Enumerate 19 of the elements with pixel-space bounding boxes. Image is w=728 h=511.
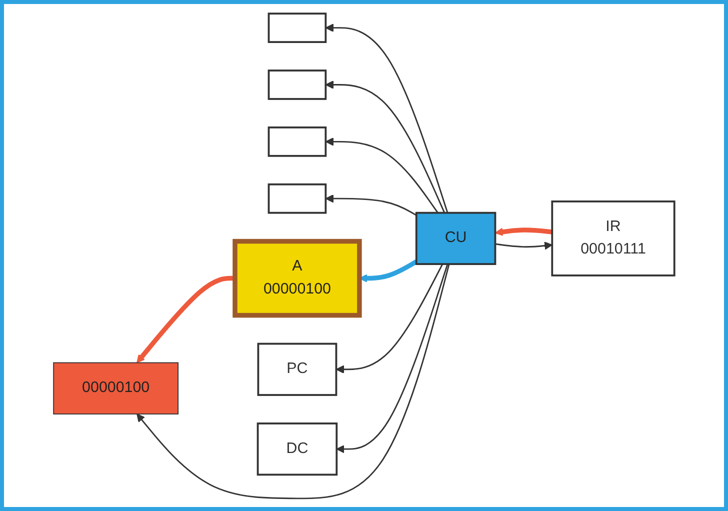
arrow [495, 241, 553, 250]
node-box [268, 12, 327, 42]
node-box: CU [415, 211, 496, 265]
arrow [494, 227, 552, 236]
arrow [136, 263, 450, 499]
node-box: PC [257, 342, 338, 396]
arrow [325, 137, 438, 213]
arrow [336, 263, 448, 453]
node-box: IR 00010111 [551, 200, 676, 276]
node-box [268, 182, 327, 214]
node-box: 00000100 [53, 362, 179, 414]
node-box: DC [256, 422, 338, 476]
arrow [336, 263, 444, 374]
arrow [325, 80, 446, 213]
arrow [325, 194, 417, 216]
node-box: A 00000100 [232, 238, 362, 318]
node-box [268, 69, 327, 100]
node-box [268, 126, 327, 156]
arrow [325, 23, 448, 213]
